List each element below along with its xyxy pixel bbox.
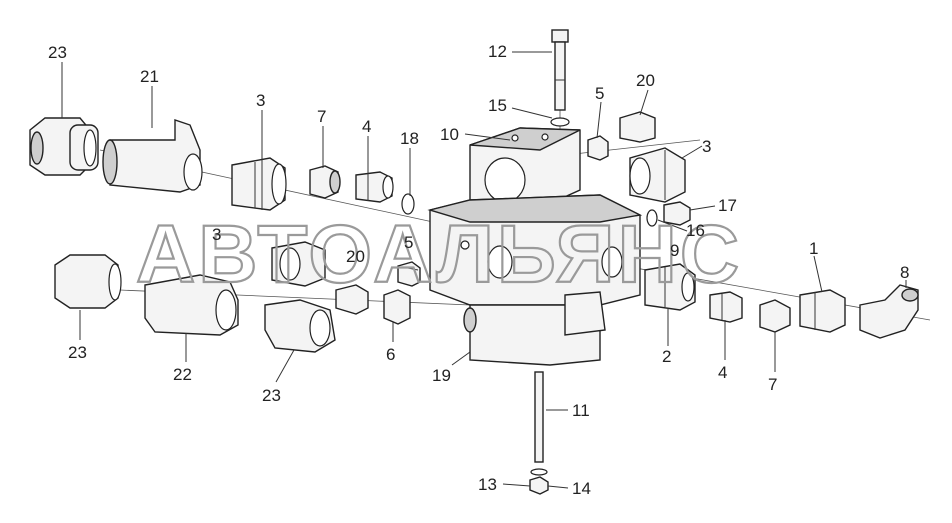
- part-7-cap-lower: [759, 299, 791, 333]
- callout-3-center: 3: [212, 225, 221, 244]
- callout-23-left: 23: [68, 343, 87, 362]
- callout-17: 17: [718, 196, 737, 215]
- part-18-oring: [401, 193, 415, 215]
- callout-22: 22: [173, 365, 192, 384]
- part-15-washer: [550, 117, 570, 127]
- callout-7-upper: 7: [317, 107, 326, 126]
- part-7-cap-upper: [309, 165, 341, 199]
- callout-9: 9: [670, 241, 679, 260]
- part-3-fitting-right: [629, 147, 686, 203]
- callout-23-lower: 23: [262, 386, 281, 405]
- part-23-nut-top: [29, 117, 99, 176]
- callout-4-lower: 4: [718, 363, 727, 382]
- part-19-main-body: [427, 194, 643, 366]
- callout-16: 16: [686, 221, 705, 240]
- part-2-fitting: [644, 263, 696, 311]
- part-23-nut-lower: [264, 299, 336, 353]
- part-3-fitting-left: [231, 157, 287, 211]
- callout-2: 2: [662, 347, 671, 366]
- callout-18: 18: [400, 129, 419, 148]
- callout-15: 15: [488, 96, 507, 115]
- callout-1: 1: [809, 239, 818, 258]
- callout-5-upper: 5: [595, 84, 604, 103]
- callout-7-lower: 7: [768, 375, 777, 394]
- callout-3-upper-left: 3: [256, 91, 265, 110]
- part-21-tee: [102, 119, 203, 193]
- part-4-nipple-upper: [355, 171, 394, 203]
- callout-10: 10: [440, 125, 459, 144]
- part-5-nipple-upper: [587, 135, 609, 161]
- part-11-stud: [534, 371, 544, 463]
- callout-labels: 23 21 3 7 4 18 12 15 10 5 20 3 17 16 9 1…: [48, 42, 909, 498]
- callout-13: 13: [478, 475, 497, 494]
- leader-lines: [61, 51, 907, 489]
- callout-14: 14: [572, 479, 591, 498]
- part-3-fitting-center: [271, 241, 326, 287]
- part-22-coupling: [144, 274, 239, 336]
- callout-8: 8: [900, 263, 909, 282]
- part-4-nipple-lower: [709, 291, 743, 323]
- callout-12: 12: [488, 42, 507, 61]
- callout-20-lower: 20: [346, 247, 365, 266]
- part-20-fitting-upper: [619, 111, 656, 143]
- part-14-nut: [529, 476, 549, 495]
- part-20-fitting-lower: [335, 284, 369, 315]
- callout-21: 21: [140, 67, 159, 86]
- part-6-plug: [383, 289, 411, 325]
- callout-5-lower: 5: [404, 233, 413, 252]
- part-13-washer: [530, 468, 548, 476]
- callout-4-upper: 4: [362, 117, 371, 136]
- part-12-bolt: [551, 29, 569, 111]
- part-23-nut-left: [54, 254, 122, 309]
- callout-23-top: 23: [48, 43, 67, 62]
- callout-20-upper: 20: [636, 71, 655, 90]
- part-8-elbow: [859, 284, 919, 339]
- callout-11: 11: [572, 401, 590, 420]
- callout-6: 6: [386, 345, 395, 364]
- callout-19: 19: [432, 366, 451, 385]
- part-1-fitting: [799, 289, 846, 333]
- part-16-ring: [646, 209, 658, 227]
- watermark: АВТОАЛЬЯНС: [136, 209, 742, 300]
- callout-3-right: 3: [702, 137, 711, 156]
- part-5-nipple-lower: [397, 261, 421, 287]
